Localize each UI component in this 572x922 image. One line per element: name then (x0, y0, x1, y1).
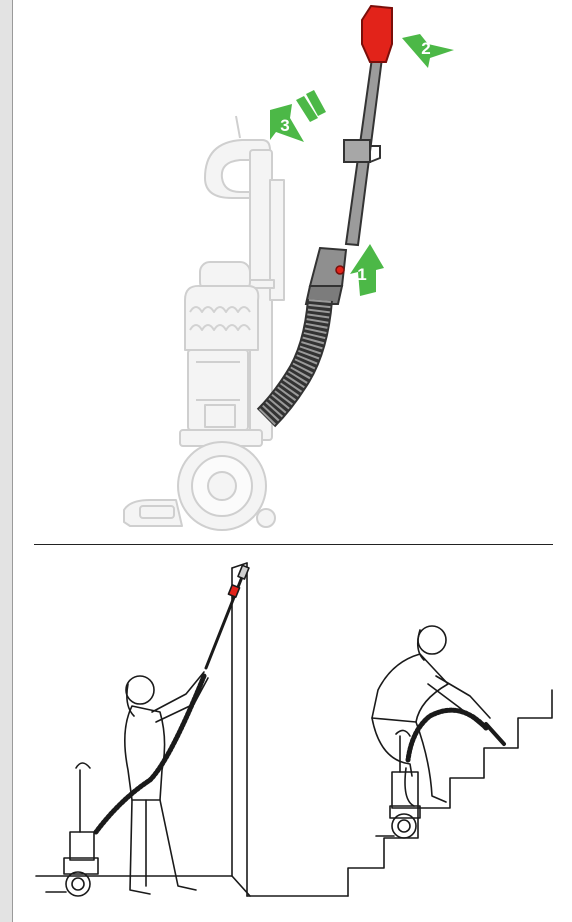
room-outline (36, 563, 348, 896)
woman-reaching-up (46, 565, 249, 896)
staircase (348, 690, 552, 896)
woman-cleaning-stairs (372, 626, 504, 838)
